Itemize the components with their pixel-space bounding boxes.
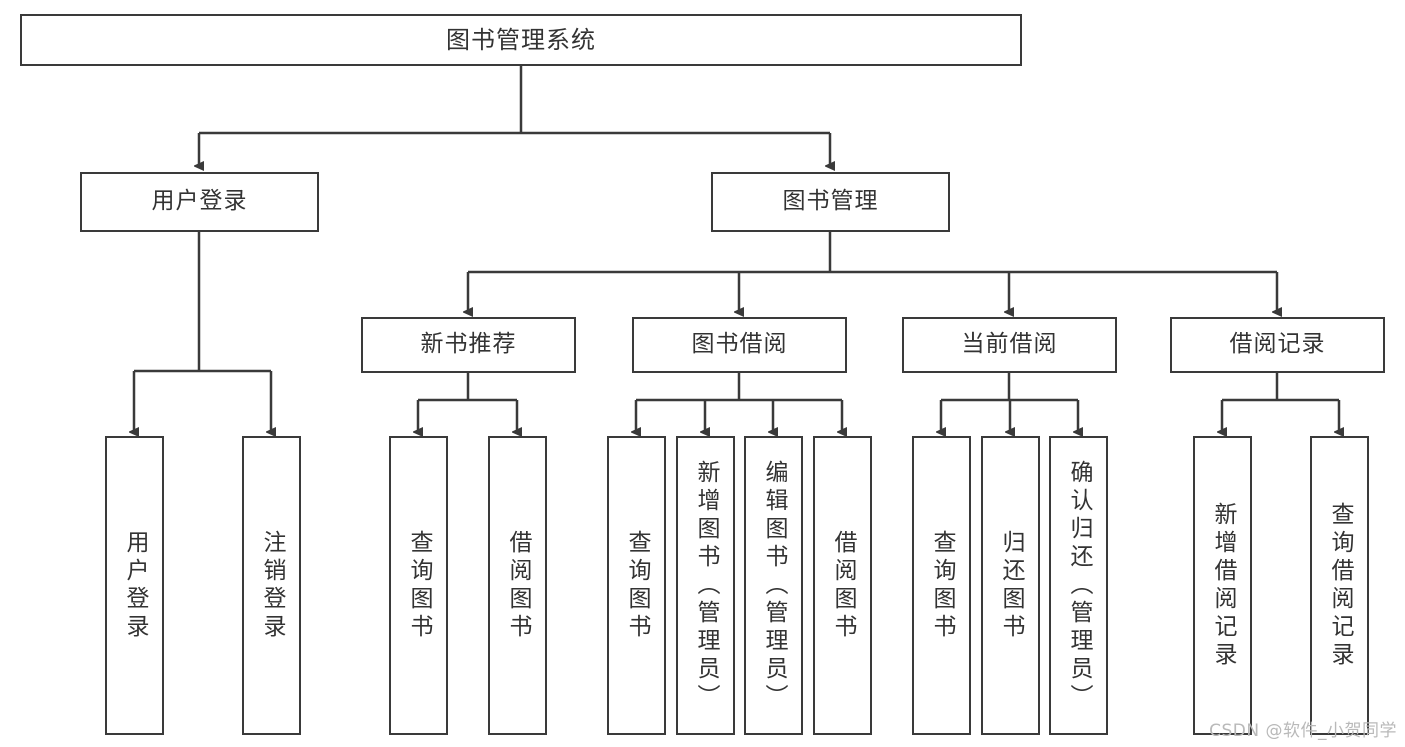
- node-leaf-query-book-new[interactable]: 查询图书: [389, 436, 448, 735]
- node-leaf-return-book[interactable]: 归还图书: [981, 436, 1040, 735]
- node-label: 当前借阅: [961, 331, 1058, 358]
- node-label: 新增图书（管理员）: [693, 459, 719, 712]
- node-label: 注销登录: [259, 529, 285, 642]
- node-current-borrow[interactable]: 当前借阅: [902, 317, 1117, 373]
- node-label: 归还图书: [998, 529, 1024, 642]
- node-leaf-user-logout[interactable]: 注销登录: [242, 436, 301, 735]
- node-leaf-edit-book[interactable]: 编辑图书（管理员）: [744, 436, 803, 735]
- node-leaf-add-borrow-record[interactable]: 新增借阅记录: [1193, 436, 1252, 735]
- node-root-book-management-system[interactable]: 图书管理系统: [20, 14, 1022, 66]
- node-label: 查询图书: [929, 529, 955, 642]
- node-leaf-add-book[interactable]: 新增图书（管理员）: [676, 436, 735, 735]
- node-label: 编辑图书（管理员）: [761, 459, 787, 712]
- node-label: 查询借阅记录: [1327, 501, 1353, 670]
- node-label: 新增借阅记录: [1210, 501, 1236, 670]
- node-label: 图书管理系统: [446, 25, 596, 54]
- node-label: 查询图书: [406, 529, 432, 642]
- node-new-book-recommend[interactable]: 新书推荐: [361, 317, 576, 373]
- node-label: 借阅图书: [830, 529, 856, 642]
- node-leaf-query-book-borrow[interactable]: 查询图书: [607, 436, 666, 735]
- node-user-login[interactable]: 用户登录: [80, 172, 319, 232]
- node-leaf-user-login[interactable]: 用户登录: [105, 436, 164, 735]
- node-leaf-query-book-current[interactable]: 查询图书: [912, 436, 971, 735]
- node-leaf-borrow-book-borrow[interactable]: 借阅图书: [813, 436, 872, 735]
- node-label: 查询图书: [624, 529, 650, 642]
- node-label: 确认归还（管理员）: [1066, 459, 1092, 712]
- node-label: 图书管理: [782, 188, 879, 215]
- node-borrow-record[interactable]: 借阅记录: [1170, 317, 1385, 373]
- node-label: 图书借阅: [691, 331, 788, 358]
- node-leaf-borrow-book-new[interactable]: 借阅图书: [488, 436, 547, 735]
- watermark-text: CSDN @软件_小贺同学: [1209, 721, 1397, 741]
- node-label: 借阅记录: [1229, 331, 1326, 358]
- node-leaf-confirm-return[interactable]: 确认归还（管理员）: [1049, 436, 1108, 735]
- node-label: 借阅图书: [505, 529, 531, 642]
- node-leaf-query-borrow-record[interactable]: 查询借阅记录: [1310, 436, 1369, 735]
- node-label: 用户登录: [122, 529, 148, 642]
- node-label: 新书推荐: [420, 331, 517, 358]
- node-book-manage[interactable]: 图书管理: [711, 172, 950, 232]
- node-book-borrow[interactable]: 图书借阅: [632, 317, 847, 373]
- node-label: 用户登录: [151, 188, 248, 215]
